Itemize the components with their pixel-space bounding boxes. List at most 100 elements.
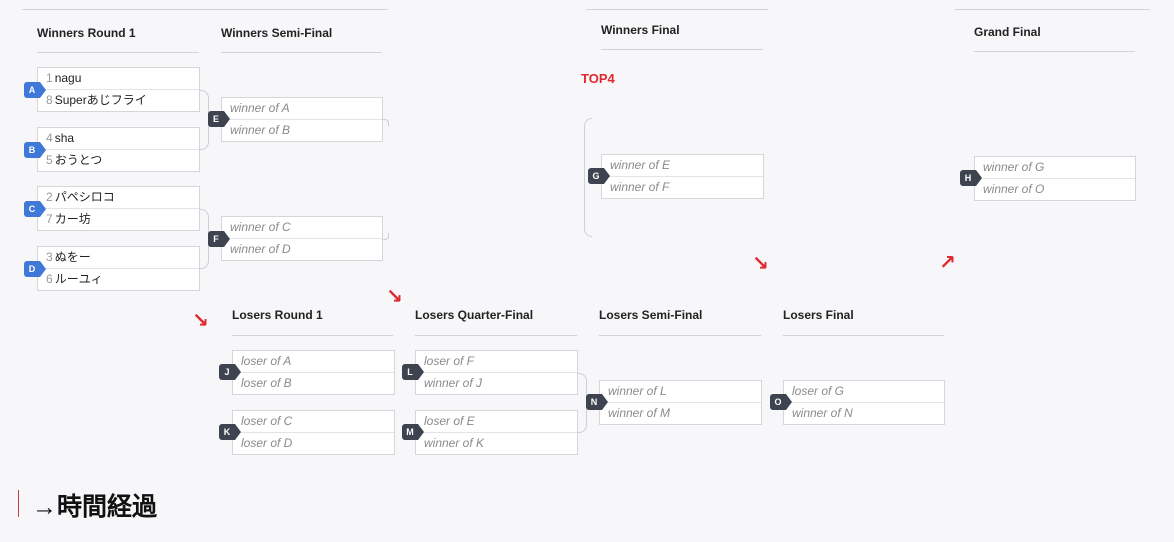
match-k-slot-2[interactable]: loser of D [233, 432, 394, 454]
top-divider-mid [586, 9, 768, 10]
match-tag-j: J [219, 364, 241, 380]
connector-e [382, 119, 389, 126]
header-losers-round-1: Losers Round 1 [232, 308, 323, 322]
match-k-slot-1[interactable]: loser of C [241, 414, 293, 428]
match-l-slot-2[interactable]: winner of J [416, 372, 577, 394]
header-underline [601, 49, 763, 50]
match-h[interactable]: winner of G winner of O [974, 156, 1136, 201]
seed-number: 4 [46, 131, 53, 145]
match-h-slot-2[interactable]: winner of O [975, 178, 1135, 200]
match-f-slot-2[interactable]: winner of D [222, 238, 382, 260]
header-losers-quarter-final: Losers Quarter-Final [415, 308, 534, 322]
match-tag-l: L [402, 364, 424, 380]
match-n-slot-1[interactable]: winner of L [608, 384, 667, 398]
arrow-up-right-icon: ↗ [939, 252, 956, 274]
match-h-slot-1[interactable]: winner of G [983, 160, 1045, 174]
seed-number: 1 [46, 71, 53, 85]
header-underline [221, 52, 382, 53]
seed-number: 8 [46, 93, 53, 107]
header-underline [415, 335, 577, 336]
top-divider-left [22, 9, 388, 10]
player-name: カー坊 [54, 212, 91, 226]
seed-number: 2 [46, 190, 53, 204]
match-g-slot-1[interactable]: winner of E [610, 158, 671, 172]
match-m-slot-1[interactable]: loser of E [424, 414, 475, 428]
match-n-slot-2[interactable]: winner of M [600, 402, 761, 424]
match-tag-m: M [402, 424, 424, 440]
match-tag-k: K [219, 424, 241, 440]
seed-number: 3 [46, 250, 53, 264]
arrow-down-right-icon: ↘ [192, 310, 209, 332]
match-e[interactable]: winner of A winner of B [221, 97, 383, 142]
player-name: ぬをー [54, 250, 91, 264]
top-divider-right [955, 9, 1150, 10]
match-tag-e: E [208, 111, 230, 127]
match-j[interactable]: loser of A loser of B [232, 350, 395, 395]
match-tag-h: H [960, 170, 982, 186]
header-grand-final: Grand Final [974, 25, 1041, 39]
match-l-slot-1[interactable]: loser of F [424, 354, 475, 368]
match-tag-b: B [24, 142, 46, 158]
match-g[interactable]: winner of E winner of F [601, 154, 764, 199]
match-o[interactable]: loser of G winner of N [783, 380, 945, 425]
player-name: ルーユィ [54, 272, 103, 286]
header-losers-final: Losers Final [783, 308, 854, 322]
seed-number: 7 [46, 212, 53, 226]
match-m-slot-2[interactable]: winner of K [416, 432, 577, 454]
header-losers-semi-final: Losers Semi-Final [599, 308, 703, 322]
match-tag-a: A [24, 82, 46, 98]
header-winners-round-1: Winners Round 1 [37, 26, 136, 40]
player-name: おうとつ [54, 153, 103, 167]
match-tag-f: F [208, 231, 230, 247]
section-heading: →時間経過 [32, 493, 158, 521]
match-m[interactable]: loser of E winner of K [415, 410, 578, 455]
header-underline [599, 335, 761, 336]
match-e-slot-1[interactable]: winner of A [230, 101, 290, 115]
header-underline [974, 51, 1135, 52]
header-winners-final: Winners Final [601, 23, 680, 37]
match-f-slot-1[interactable]: winner of C [230, 220, 291, 234]
player-name: sha [54, 131, 75, 145]
match-l[interactable]: loser of F winner of J [415, 350, 578, 395]
match-o-slot-2[interactable]: winner of N [784, 402, 944, 424]
match-tag-d: D [24, 261, 46, 277]
player-name: パペシロコ [54, 190, 115, 204]
match-tag-n: N [586, 394, 608, 410]
player-name: nagu [54, 71, 82, 85]
match-f[interactable]: winner of C winner of D [221, 216, 383, 261]
section-marker-bar [18, 490, 19, 517]
arrow-down-right-icon: ↘ [752, 253, 769, 275]
top4-label: TOP4 [581, 71, 615, 86]
connector-f [382, 233, 389, 240]
match-tag-o: O [770, 394, 792, 410]
match-j-slot-1[interactable]: loser of A [241, 354, 292, 368]
header-underline [37, 52, 199, 53]
match-n[interactable]: winner of L winner of M [599, 380, 762, 425]
match-g-slot-2[interactable]: winner of F [602, 176, 763, 198]
match-k[interactable]: loser of C loser of D [232, 410, 395, 455]
seed-number: 6 [46, 272, 53, 286]
player-name: Superあじフライ [54, 93, 147, 107]
seed-number: 5 [46, 153, 53, 167]
match-e-slot-2[interactable]: winner of B [222, 119, 382, 141]
match-tag-g: G [588, 168, 610, 184]
match-o-slot-1[interactable]: loser of G [792, 384, 845, 398]
header-underline [783, 335, 944, 336]
match-tag-c: C [24, 201, 46, 217]
header-underline [232, 335, 393, 336]
match-j-slot-2[interactable]: loser of B [233, 372, 394, 394]
arrow-down-right-icon: ↘ [386, 286, 403, 308]
header-winners-semi-final: Winners Semi-Final [221, 26, 333, 40]
